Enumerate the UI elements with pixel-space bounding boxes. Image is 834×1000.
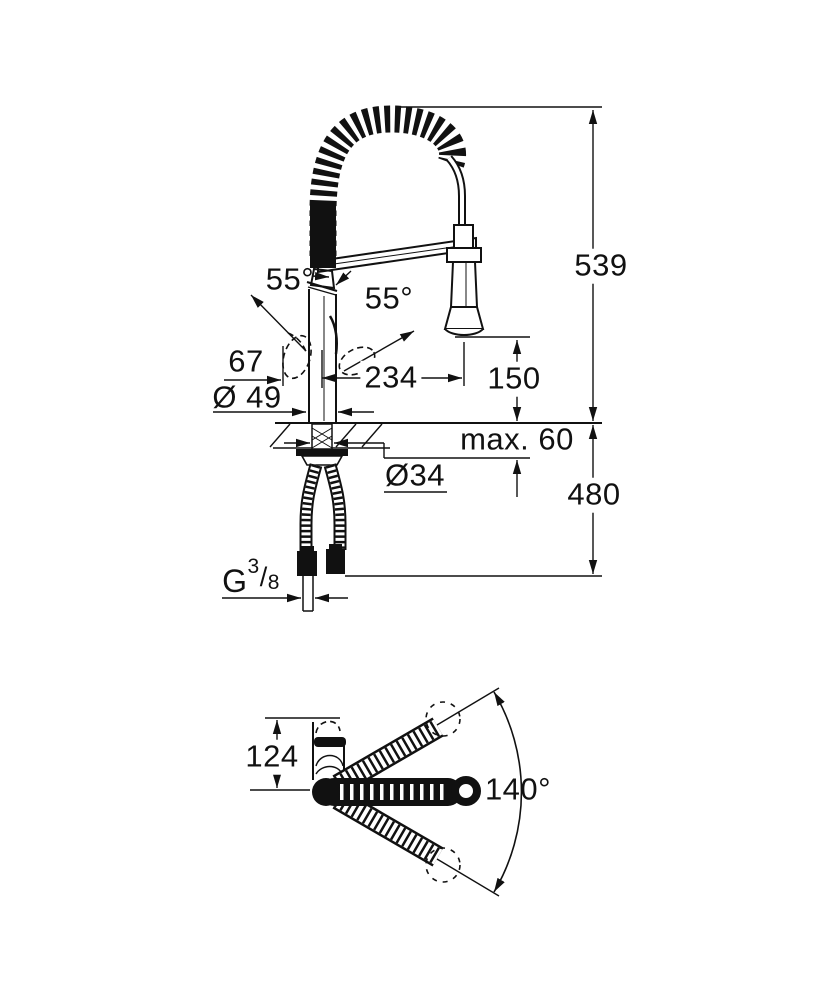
dimension-lines [213, 110, 598, 603]
mounting-hardware [296, 423, 348, 466]
extension-lines [282, 106, 602, 577]
spring-sleeve [310, 205, 336, 268]
faucet-body [306, 267, 338, 423]
dim-hole-diameter: Ø34 [384, 457, 446, 493]
thread-numerator: 3 [247, 555, 260, 579]
thread-letter: G [222, 563, 248, 600]
swivel-springs [312, 701, 481, 883]
supply-hoses [297, 463, 347, 612]
dim-deck-thickness: max. 60 [460, 421, 574, 457]
spray-head-end [451, 776, 481, 806]
top-view [250, 687, 523, 897]
dim-handle-angle-left: 55° [265, 261, 315, 297]
dim-height-below-deck: 480 [563, 477, 625, 513]
lever-bar [314, 737, 346, 747]
dim-handle-angle-right: 55° [364, 280, 414, 316]
dim-height-above-deck: 539 [570, 248, 632, 284]
extension-lines-top [250, 687, 500, 897]
dim-swivel-angle: 140° [484, 771, 552, 807]
thread-denominator: 8 [267, 571, 280, 595]
dim-handle-offset: 67 [228, 343, 264, 379]
pivot [312, 778, 340, 806]
lever-handle [328, 315, 338, 355]
dim-body-depth: 124 [241, 739, 303, 775]
dim-base-diameter: Ø 49 [212, 379, 282, 415]
hose [445, 155, 466, 225]
spray-head [443, 224, 485, 336]
swivel-arc [493, 691, 523, 893]
dim-spout-clearance: 150 [483, 361, 545, 397]
dim-spout-reach: 234 [360, 360, 422, 396]
connection-pipe [302, 576, 314, 612]
spring-coil [309, 105, 466, 268]
dim-thread-size: G 3 / 8 [222, 556, 280, 600]
thread-slash: / [259, 562, 268, 593]
angle-leaders [250, 270, 415, 372]
